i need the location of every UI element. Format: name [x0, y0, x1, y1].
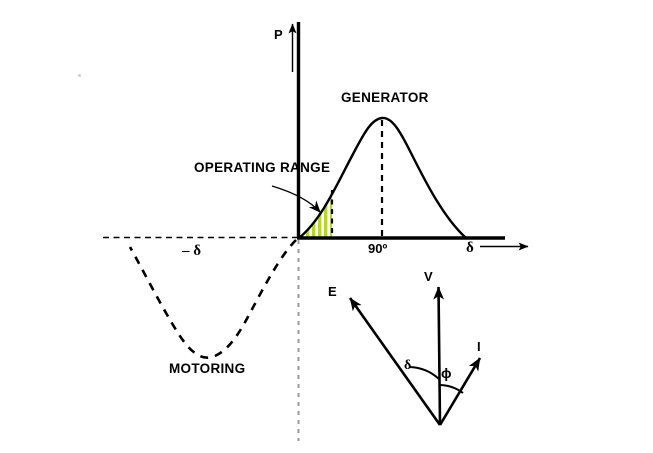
- operating-range-region: [299, 190, 334, 239]
- operating-range-hatch: [299, 193, 332, 238]
- x-axis-negative-delta-label: – δ: [182, 243, 202, 259]
- operating-range-label: OPERATING RANGE: [194, 160, 331, 175]
- generator-label: GENERATOR: [341, 90, 429, 105]
- motoring-label: MOTORING: [169, 361, 246, 376]
- phasor-e-label: E: [328, 284, 337, 299]
- phasor-phi-arc: [438, 384, 464, 394]
- axes: [288, 22, 529, 251]
- phasor-delta-arc-label: δ: [404, 358, 412, 373]
- image-speck: [78, 74, 81, 77]
- generator-power-curve: [297, 116, 468, 240]
- p-axis-label: P: [274, 27, 283, 42]
- phasor-v-vector: [433, 286, 445, 426]
- phasor-i-label: I: [477, 339, 481, 354]
- phasor-v-label: V: [424, 269, 433, 284]
- x-tick-90-degrees: 90º: [368, 241, 388, 256]
- x-axis-delta-label: δ: [466, 240, 474, 256]
- phasor-delta-arc: [408, 366, 440, 380]
- phasor-e-vector: [348, 297, 442, 426]
- phasor-phi-arc-label: ϕ: [441, 365, 452, 381]
- operating-range-leader-line: [271, 185, 321, 213]
- motoring-power-curve: [128, 239, 297, 359]
- phasor-diagram: [348, 286, 482, 426]
